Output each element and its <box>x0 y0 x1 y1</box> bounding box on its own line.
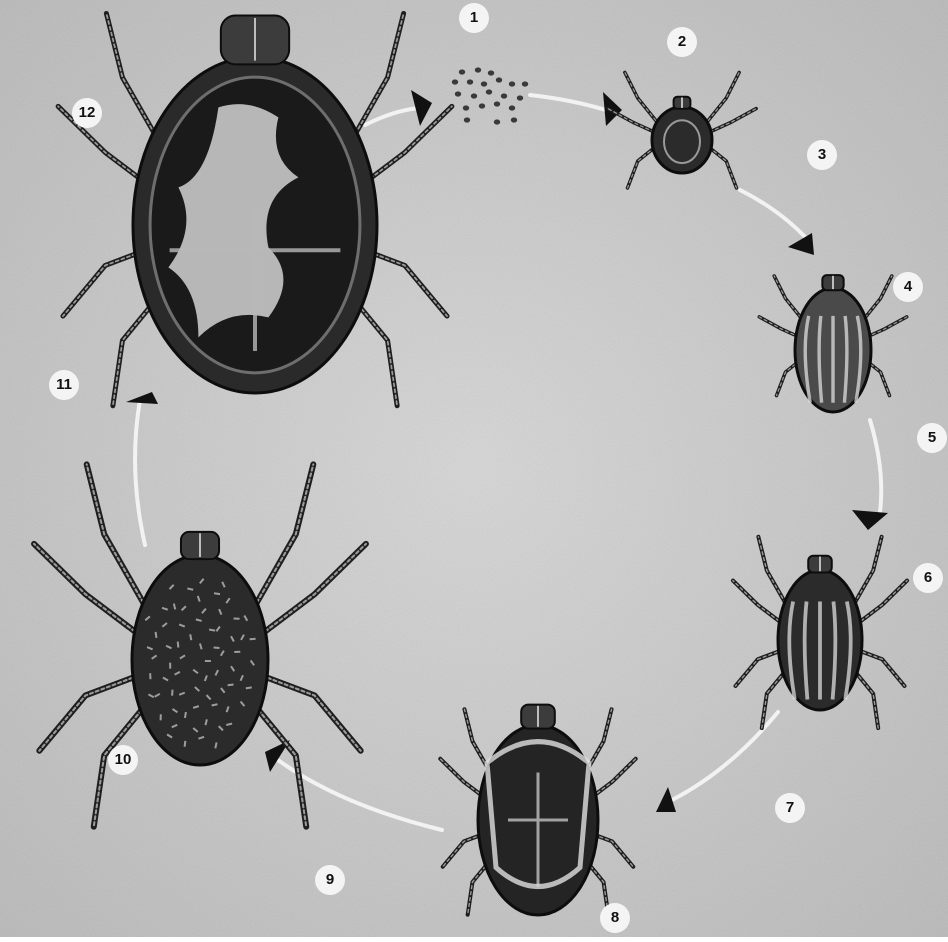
egg <box>475 67 481 72</box>
stage-label-10: 10 <box>108 745 138 775</box>
egg <box>511 117 517 122</box>
egg <box>509 105 515 110</box>
tick-body-speck <box>250 638 256 640</box>
stage-label-4: 4 <box>893 272 923 302</box>
stage-label-3: 3 <box>807 140 837 170</box>
egg <box>494 101 500 106</box>
egg <box>488 70 494 75</box>
egg <box>517 95 523 100</box>
tick-body-speck <box>171 690 173 696</box>
tick-body-speck <box>234 651 240 653</box>
egg <box>463 105 469 110</box>
egg <box>467 79 473 84</box>
egg <box>464 117 470 122</box>
egg <box>501 93 507 98</box>
egg <box>455 91 461 96</box>
stage-label-6: 6 <box>913 563 943 593</box>
egg <box>479 103 485 108</box>
stage-label-12: 12 <box>72 98 102 128</box>
stage-label-11: 11 <box>49 370 79 400</box>
stage-label-7: 7 <box>775 793 805 823</box>
egg <box>459 69 465 74</box>
egg <box>509 81 515 86</box>
tick-body-speck <box>149 673 151 679</box>
egg <box>471 93 477 98</box>
egg <box>496 77 502 82</box>
stage-label-8: 8 <box>600 903 630 933</box>
tick-body-speck <box>169 663 171 669</box>
tick-body <box>132 555 268 765</box>
tick-body-speck <box>205 660 211 662</box>
stage-label-9: 9 <box>315 865 345 895</box>
egg <box>486 89 492 94</box>
egg <box>481 81 487 86</box>
tick-body-speck <box>160 714 162 720</box>
egg <box>522 81 528 86</box>
egg <box>452 79 458 84</box>
tick-body-speck <box>233 617 239 619</box>
egg <box>494 119 500 124</box>
stage-label-1: 1 <box>459 3 489 33</box>
stage-label-5: 5 <box>917 423 947 453</box>
stage-label-2: 2 <box>667 27 697 57</box>
